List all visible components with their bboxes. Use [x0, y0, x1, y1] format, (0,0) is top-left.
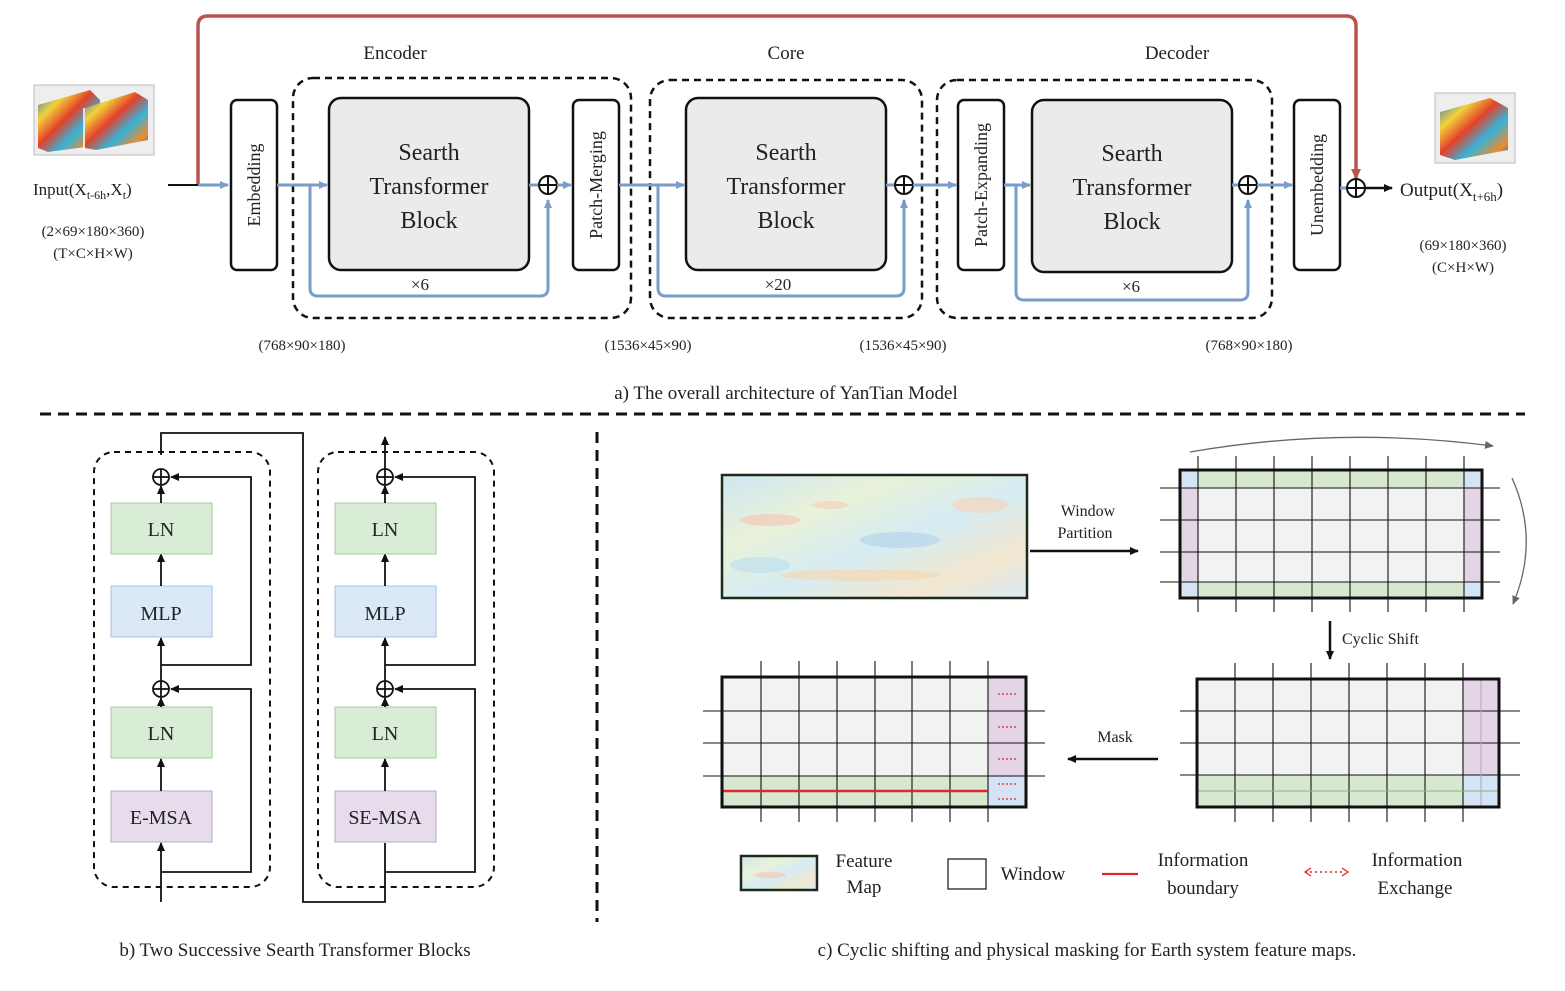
ln-box-1a: [110, 706, 213, 759]
mlp-box-2: [334, 585, 437, 638]
shape-label-3: (1536×45×90): [860, 338, 947, 354]
decoder-label: Decoder: [1145, 43, 1210, 64]
shape-label-2: (1536×45×90): [605, 338, 692, 354]
add-node-b1-lower: [152, 680, 170, 698]
unembedding-label: Unembedding: [1307, 134, 1327, 236]
output-add-node: [1346, 178, 1366, 198]
legend-information-boundary: Information boundary: [1102, 850, 1249, 899]
svg-text:Transformer: Transformer: [726, 174, 845, 200]
output-shape: (69×180×360): [1420, 238, 1507, 254]
feature-map-image: [720, 473, 1029, 600]
decoder-group: [935, 78, 1274, 320]
add-node-b2-upper: [376, 468, 394, 486]
encoder-group: [291, 76, 633, 320]
svg-text:Information: Information: [1158, 850, 1249, 871]
svg-text:MLP: MLP: [364, 603, 405, 625]
input-shape: (2×69×180×360): [42, 224, 145, 240]
mlp-box-1: [110, 585, 213, 638]
section-b-blocks: E-MSA LN MLP LN SE-MSA LN: [93, 432, 495, 961]
svg-text:Block: Block: [757, 208, 814, 234]
encoder-repeat: ×6: [411, 275, 429, 294]
svg-text:Searth: Searth: [755, 140, 816, 166]
svg-text:Block: Block: [1103, 209, 1160, 235]
svg-text:Searth: Searth: [1101, 141, 1162, 167]
red-skip-connection: [196, 14, 1361, 185]
add-node-b2-lower: [376, 680, 394, 698]
partitioned-grid: [1160, 456, 1500, 612]
decoder-add-node: [1238, 175, 1258, 195]
svg-text:Map: Map: [847, 877, 882, 898]
caption-b: b) Two Successive Searth Transformer Blo…: [119, 940, 470, 961]
core-add-node: [894, 175, 914, 195]
svg-text:LN: LN: [372, 723, 399, 745]
shape-label-4: (768×90×180): [1206, 338, 1293, 354]
information-exchange-marks: [998, 693, 1016, 800]
svg-text:Searth: Searth: [398, 140, 459, 166]
semsa-box: [334, 790, 437, 843]
add-node-b1-upper: [152, 468, 170, 486]
legend-information-exchange: Information Exchange: [1303, 850, 1463, 899]
input-label: Input(Xt-6h,Xt): [33, 180, 132, 202]
patch-merging-label: Patch-Merging: [586, 131, 606, 239]
shifted-grid: [1180, 663, 1520, 822]
svg-text:SE-MSA: SE-MSA: [348, 807, 422, 829]
section-c-cyclic-shift: Window Partition: [703, 436, 1527, 961]
window-partition-label-1: Window: [1061, 503, 1116, 520]
section-a-architecture: Input(Xt-6h,Xt) (2×69×180×360) (T×C×H×W)…: [33, 14, 1516, 404]
ln-box-2b: [334, 502, 437, 555]
unembedding-block: [1292, 98, 1342, 272]
svg-text:Feature: Feature: [836, 851, 893, 872]
core-label: Core: [768, 43, 805, 64]
embedding-label: Embedding: [244, 144, 264, 227]
patch-expanding-label: Patch-Expanding: [971, 123, 991, 247]
block-1-group: [93, 451, 271, 888]
legend-window: Window: [947, 858, 1066, 890]
legend-feature-map: Feature Map: [739, 851, 893, 898]
svg-text:Information: Information: [1372, 850, 1463, 871]
masked-grid: [703, 661, 1045, 822]
mask-label: Mask: [1097, 729, 1133, 746]
block-2-group: [317, 451, 495, 888]
caption-a: a) The overall architecture of YanTian M…: [614, 383, 958, 404]
output-label: Output(Xt+6h): [1400, 180, 1503, 204]
svg-text:Exchange: Exchange: [1378, 878, 1453, 899]
input-dims: (T×C×H×W): [53, 246, 133, 262]
emsa-box: [110, 790, 213, 843]
decoder-repeat: ×6: [1122, 277, 1140, 296]
core-repeat: ×20: [765, 275, 792, 294]
svg-text:boundary: boundary: [1167, 878, 1239, 899]
encoder-label: Encoder: [363, 43, 427, 64]
caption-c: c) Cyclic shifting and physical masking …: [818, 940, 1357, 961]
encoder-add-node: [538, 175, 558, 195]
cyclic-shift-label: Cyclic Shift: [1342, 631, 1419, 648]
output-heatmap-image: [1434, 92, 1516, 164]
output-dims: (C×H×W): [1432, 260, 1494, 276]
svg-text:E-MSA: E-MSA: [130, 807, 193, 829]
window-partition-label-2: Partition: [1057, 525, 1112, 542]
svg-text:Transformer: Transformer: [1072, 175, 1191, 201]
svg-text:LN: LN: [372, 519, 399, 541]
svg-text:Transformer: Transformer: [369, 174, 488, 200]
svg-text:Block: Block: [400, 208, 457, 234]
svg-text:LN: LN: [148, 519, 175, 541]
core-group: [648, 78, 924, 320]
input-heatmap-image: [33, 84, 155, 156]
svg-text:Window: Window: [1001, 864, 1066, 885]
svg-text:LN: LN: [148, 723, 175, 745]
legend: Feature Map Window Information boundary …: [739, 850, 1463, 899]
shape-label-1: (768×90×180): [259, 338, 346, 354]
svg-text:MLP: MLP: [140, 603, 181, 625]
ln-box-2a: [334, 706, 437, 759]
